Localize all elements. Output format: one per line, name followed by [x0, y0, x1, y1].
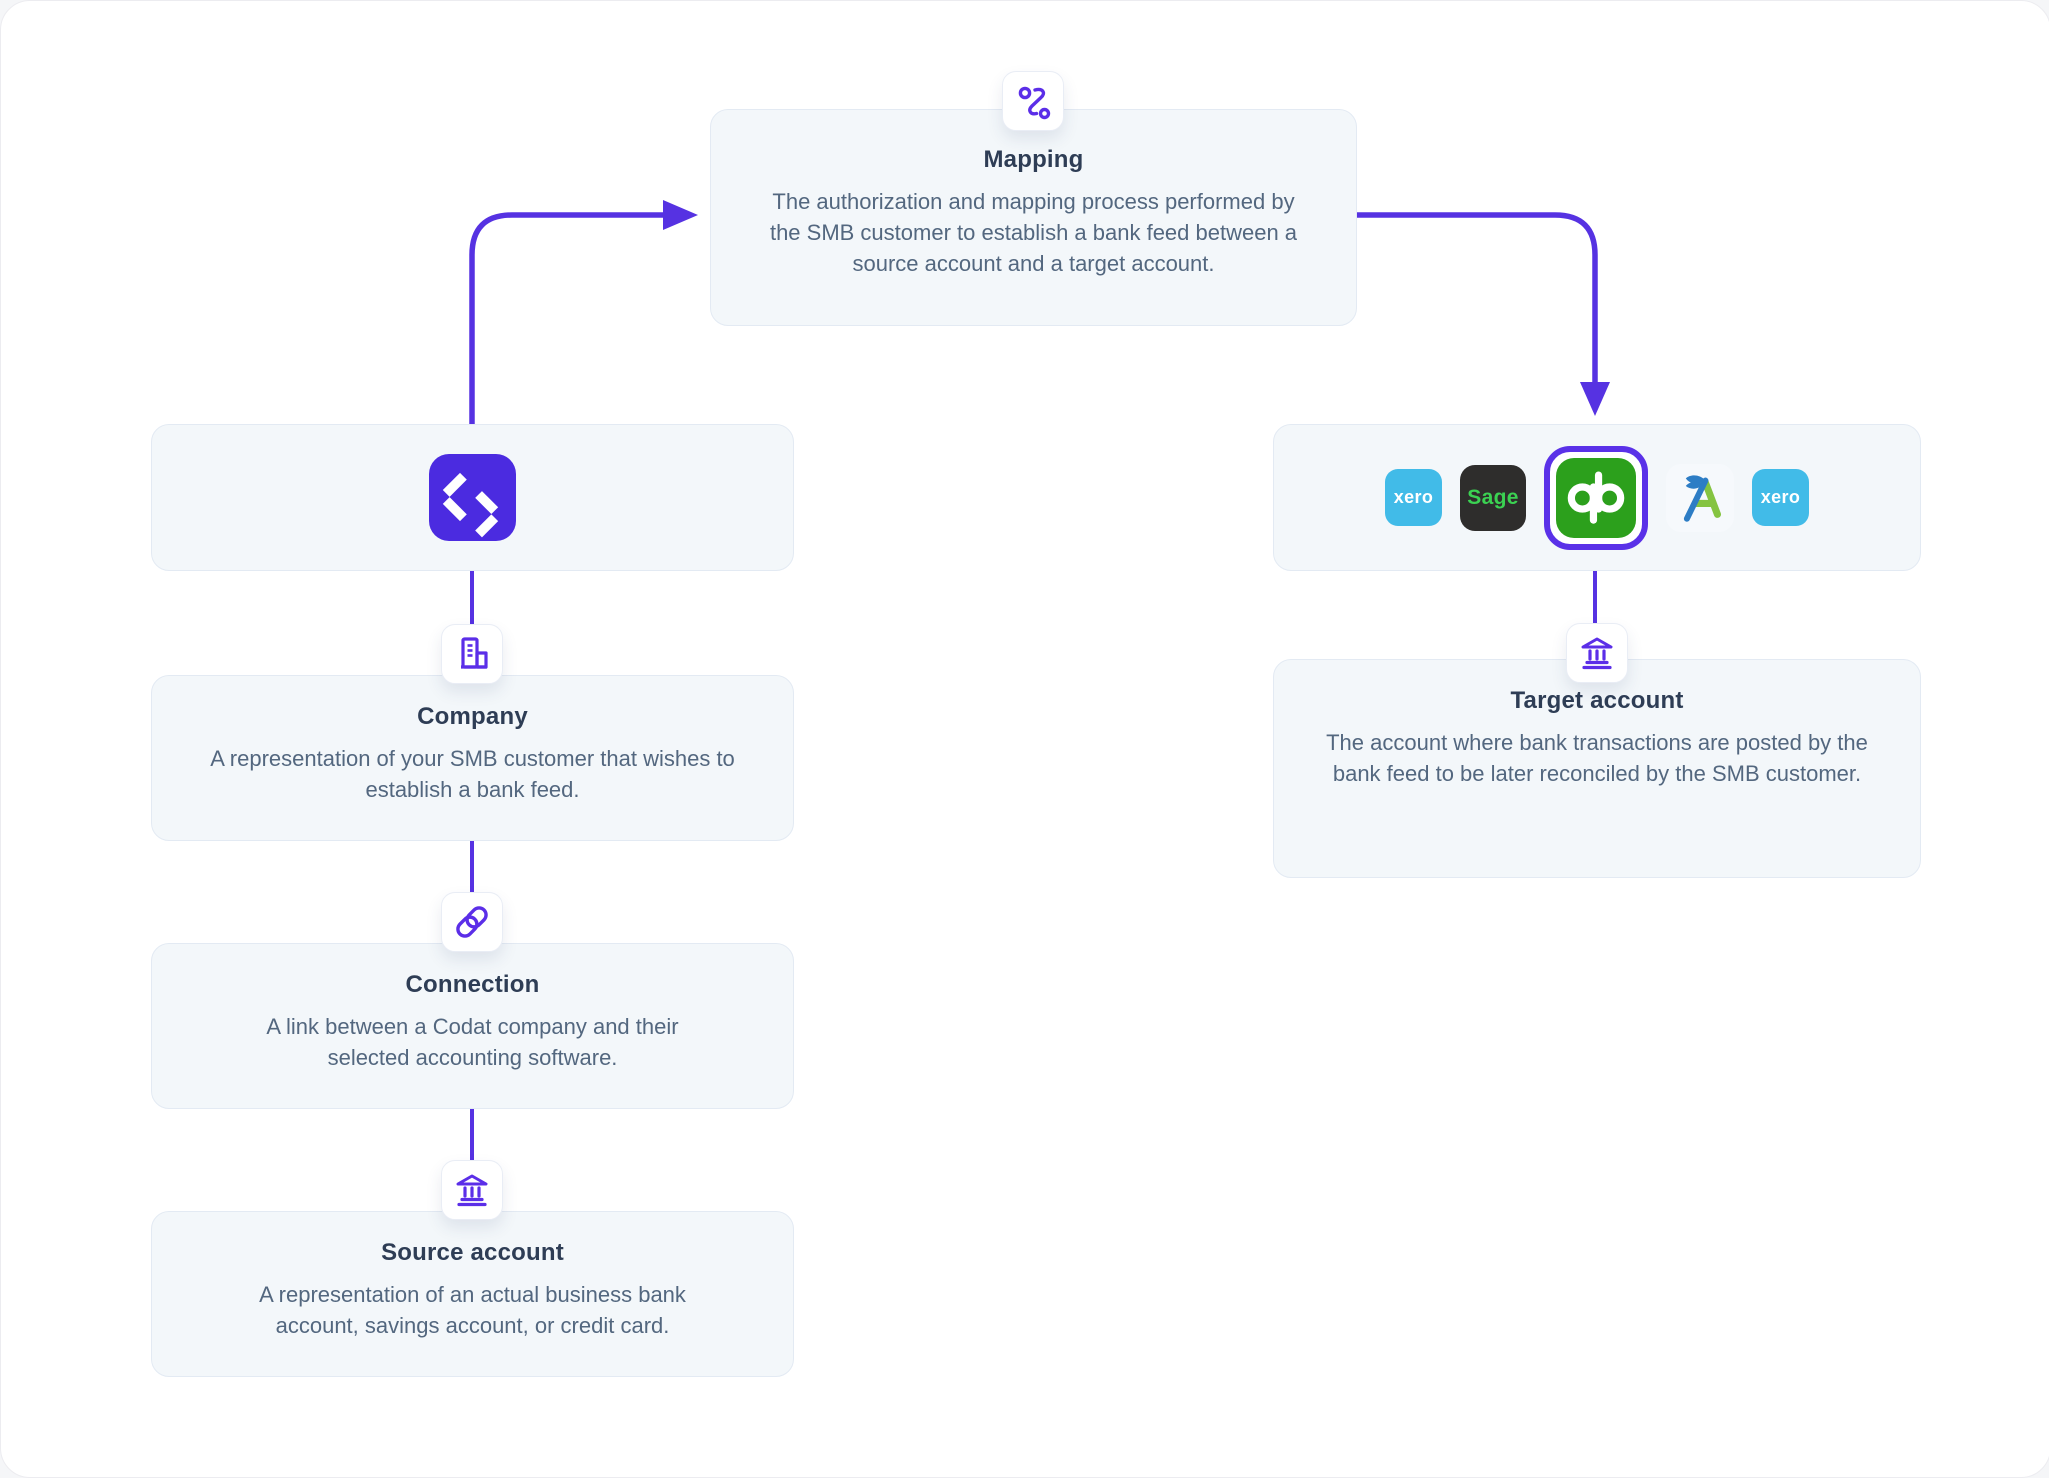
xero-wordmark: xero	[1393, 487, 1434, 507]
bank-icon	[1581, 637, 1613, 670]
target-account-card: Target account The account where bank tr…	[1273, 659, 1921, 878]
arrow-mapping-to-platforms	[1357, 212, 1598, 382]
xero-logo: xero	[1385, 469, 1442, 526]
target-account-badge	[1566, 623, 1628, 683]
xero-logo: xero	[1752, 469, 1809, 526]
arrow-company-to-mapping	[469, 212, 663, 425]
connection-card: Connection A link between a Codat compan…	[151, 943, 794, 1109]
quickbooks-logo	[1556, 457, 1636, 538]
connection-description: A link between a Codat company and their…	[266, 1014, 679, 1070]
mapping-title: Mapping	[983, 146, 1084, 173]
building-icon	[461, 637, 488, 669]
arrowhead-right-icon	[663, 200, 698, 230]
mapping-card: Mapping The authorization and mapping pr…	[710, 109, 1357, 326]
company-description: A representation of your SMB customer th…	[210, 746, 735, 802]
xero-wordmark: xero	[1760, 487, 1801, 507]
freeagent-a-icon	[1683, 474, 1721, 522]
target-account-title: Target account	[1510, 687, 1684, 714]
route-icon	[1018, 86, 1051, 120]
source-account-title: Source account	[381, 1239, 564, 1266]
connection-badge	[441, 892, 503, 952]
sage-logo: Sage	[1460, 464, 1526, 531]
target-account-description: The account where bank transactions are …	[1326, 730, 1868, 786]
platform-logo-row: xero Sage	[1274, 425, 1920, 570]
arrowhead-down-icon	[1580, 382, 1610, 416]
accounting-platforms-card: xero Sage	[1273, 424, 1921, 571]
quickbooks-qb-icon	[1567, 470, 1625, 524]
company-title: Company	[417, 703, 528, 730]
link-icon	[456, 906, 488, 938]
source-account-description: A representation of an actual business b…	[259, 1282, 686, 1338]
codat-logo	[429, 454, 516, 541]
company-badge	[441, 624, 503, 684]
connection-title: Connection	[405, 971, 540, 998]
mapping-description: The authorization and mapping process pe…	[769, 189, 1298, 276]
connector-line	[1593, 571, 1597, 663]
source-account-card: Source account A representation of an ac…	[151, 1211, 794, 1377]
sage-wordmark: Sage	[1467, 485, 1519, 509]
freeagent-logo	[1666, 463, 1734, 532]
mapping-badge	[1002, 71, 1064, 131]
company-card: Company A representation of your SMB cus…	[151, 675, 794, 841]
codat-card	[151, 424, 794, 571]
codat-chevrons-icon	[442, 472, 499, 538]
quickbooks-logo-selected	[1544, 445, 1648, 550]
bank-icon	[456, 1174, 488, 1207]
source-account-badge	[441, 1160, 503, 1220]
